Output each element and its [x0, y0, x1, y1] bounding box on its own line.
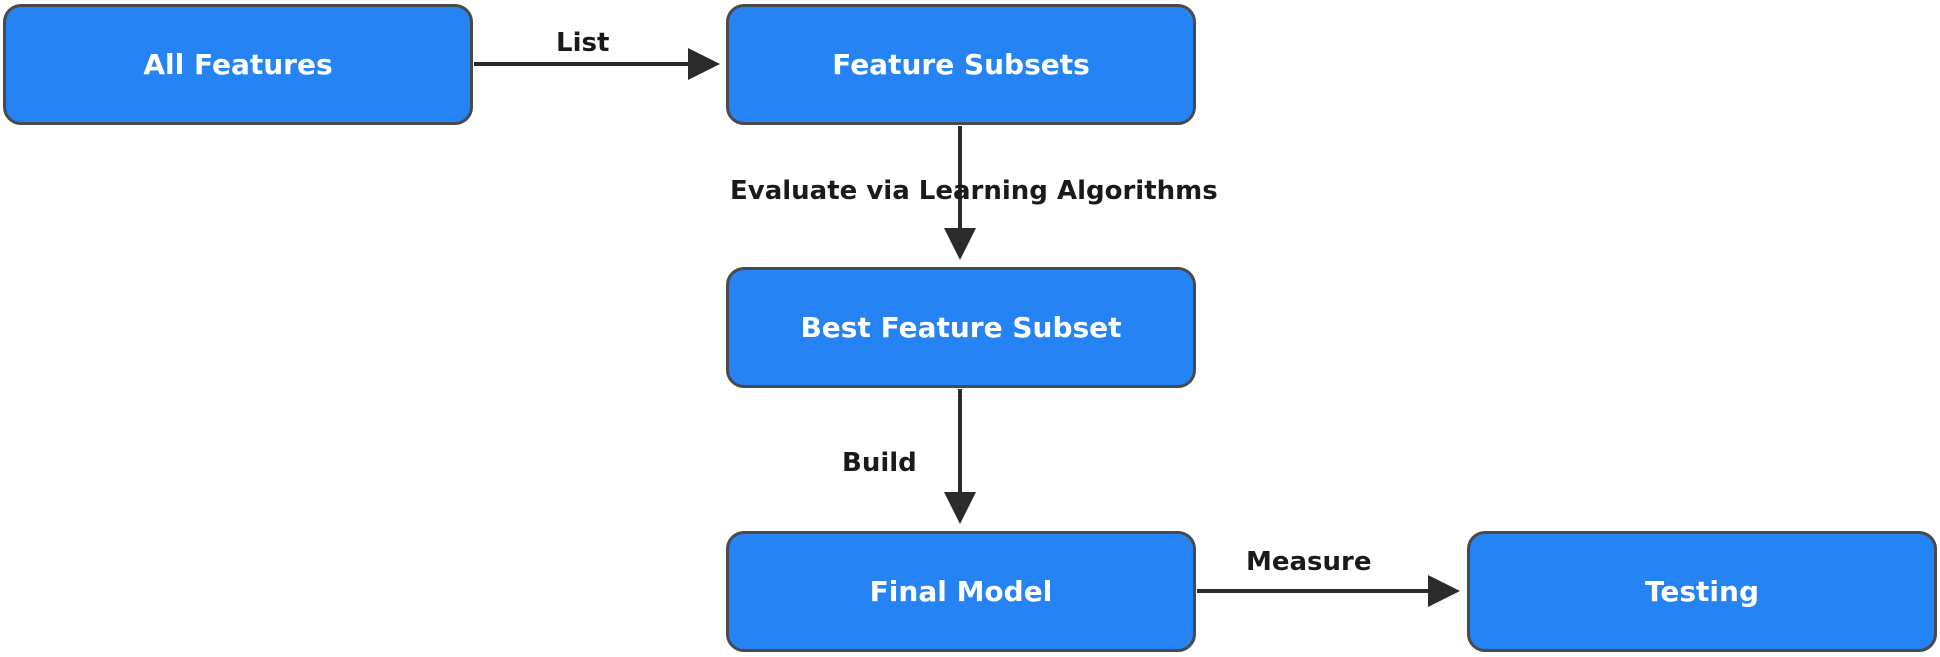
node-best-feature-subset-label: Best Feature Subset	[800, 311, 1122, 344]
node-feature-subsets: Feature Subsets	[726, 4, 1196, 125]
node-feature-subsets-label: Feature Subsets	[832, 48, 1090, 81]
node-all-features-label: All Features	[143, 48, 333, 81]
edge-label-measure: Measure	[1246, 547, 1372, 577]
node-final-model-label: Final Model	[869, 575, 1053, 608]
edge-label-evaluate: Evaluate via Learning Algorithms	[730, 176, 1218, 206]
node-best-feature-subset: Best Feature Subset	[726, 267, 1196, 388]
edge-label-build: Build	[842, 448, 917, 478]
node-final-model: Final Model	[726, 531, 1196, 652]
edge-label-list: List	[556, 28, 610, 58]
node-all-features: All Features	[3, 4, 473, 125]
node-testing-label: Testing	[1645, 575, 1759, 608]
node-testing: Testing	[1467, 531, 1937, 652]
